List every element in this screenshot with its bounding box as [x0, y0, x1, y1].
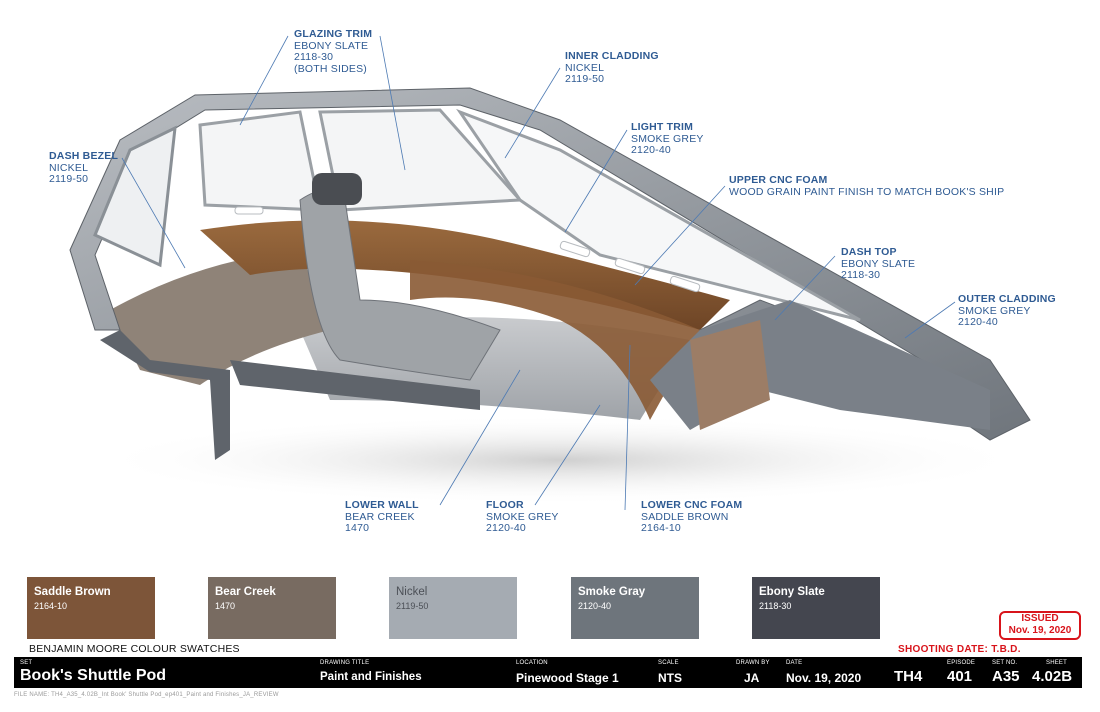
callout-title: FLOOR	[486, 499, 524, 511]
swatch-code: 1470	[215, 601, 236, 611]
window-front	[198, 110, 322, 212]
swatch-code: 2119-50	[396, 601, 429, 611]
callout-line: BEAR CREEK	[345, 510, 415, 523]
shuttle-pod-illustration	[69, 35, 1031, 511]
tb-drawing-title-value: Paint and Finishes	[320, 671, 422, 683]
callout-dash-bezel: DASH BEZEL NICKEL 2119-50	[49, 150, 119, 186]
swatch-name: Smoke Gray	[578, 586, 646, 598]
callout-line: WOOD GRAIN PAINT FINISH TO MATCH BOOK'S …	[729, 185, 1005, 198]
tb-date-value: Nov. 19, 2020	[786, 671, 862, 685]
callout-upper-cnc-foam: UPPER CNC FOAM WOOD GRAIN PAINT FINISH T…	[729, 174, 1005, 198]
light-strips	[234, 206, 701, 293]
callout-title: GLAZING TRIM	[294, 28, 373, 40]
ground-shadow	[90, 415, 1030, 505]
callout-line: 2119-50	[49, 173, 89, 185]
callout-title: LIGHT TRIM	[631, 121, 694, 133]
callout-line: NICKEL	[565, 61, 605, 74]
tb-drawn-by-value: JA	[744, 671, 760, 685]
callout-line: SADDLE BROWN	[641, 510, 729, 523]
callout-outer-cladding: OUTER CLADDING SMOKE GREY 2120-40	[958, 293, 1056, 329]
callout-line: 2118-30	[294, 51, 334, 63]
callout-line: EBONY SLATE	[294, 39, 369, 52]
swatch-nickel: Nickel 2119-50	[389, 577, 517, 639]
tb-episode-value: 401	[947, 668, 973, 685]
tb-label: SCALE	[658, 660, 679, 666]
tb-sheet-value: 4.02B	[1032, 668, 1073, 685]
callout-glazing-trim: GLAZING TRIM EBONY SLATE 2118-30 (BOTH S…	[294, 28, 373, 75]
swatch-name: Ebony Slate	[759, 586, 825, 598]
callout-line: 2120-40	[486, 522, 526, 534]
tb-code-value: TH4	[894, 668, 923, 685]
tb-label: EPISODE	[947, 660, 976, 666]
tb-set-value: Book's Shuttle Pod	[20, 667, 167, 684]
callout-dash-top: DASH TOP EBONY SLATE 2118-30	[841, 246, 916, 282]
callout-line: SMOKE GREY	[631, 132, 704, 145]
swatch-code: 2164-10	[34, 601, 68, 611]
swatch-ebony-slate: Ebony Slate 2118-30	[752, 577, 880, 639]
seat-headrest	[312, 173, 362, 205]
file-name: FILE NAME: TH4_A35_4.02B_Int Book' Shutt…	[14, 692, 279, 698]
tb-label: SET	[20, 660, 33, 666]
swatch-name: Nickel	[396, 586, 428, 598]
callout-title: DASH TOP	[841, 246, 897, 258]
callout-line: 1470	[345, 522, 370, 534]
stamp-line-1: ISSUED	[1021, 613, 1059, 624]
callout-lower-cnc-foam: LOWER CNC FOAM SADDLE BROWN 2164-10	[641, 499, 743, 535]
tb-label: LOCATION	[516, 660, 548, 666]
swatch-bear-creek: Bear Creek 1470	[208, 577, 336, 639]
tb-location-value: Pinewood Stage 1	[516, 671, 619, 685]
callout-title: LOWER CNC FOAM	[641, 499, 743, 511]
swatch-name: Saddle Brown	[34, 586, 111, 598]
swatch-name: Bear Creek	[215, 586, 276, 598]
callout-light-trim: LIGHT TRIM SMOKE GREY 2120-40	[631, 121, 704, 157]
tb-label: SHEET	[1046, 660, 1068, 666]
callout-line: 2119-50	[565, 73, 605, 85]
shooting-date: SHOOTING DATE: T.B.D.	[898, 644, 1021, 655]
tb-label: DRAWING TITLE	[320, 660, 370, 666]
callout-line: 2118-30	[841, 269, 881, 281]
callout-line: 2120-40	[631, 144, 671, 156]
callout-floor: FLOOR SMOKE GREY 2120-40	[486, 499, 559, 535]
window-right	[456, 108, 861, 322]
stamp-line-2: Nov. 19, 2020	[1008, 625, 1072, 636]
callout-line: 2164-10	[641, 522, 681, 534]
callout-title: DASH BEZEL	[49, 150, 119, 162]
tb-label: SET NO.	[992, 660, 1018, 666]
left-support-legs	[100, 330, 230, 460]
callout-lower-wall: LOWER WALL BEAR CREEK 1470	[345, 499, 419, 535]
callout-line: (BOTH SIDES)	[294, 62, 367, 75]
tb-set-no-value: A35	[992, 668, 1020, 685]
tb-scale-value: NTS	[658, 671, 682, 685]
callout-line: NICKEL	[49, 161, 89, 174]
lower-cnc-foam-shape	[410, 260, 700, 420]
swatch-saddle-brown: Saddle Brown 2164-10	[27, 577, 155, 639]
callout-inner-cladding: INNER CLADDING NICKEL 2119-50	[565, 50, 659, 86]
callout-title: INNER CLADDING	[565, 50, 659, 62]
lower-wall-shape	[110, 250, 330, 385]
callout-line: EBONY SLATE	[841, 257, 916, 270]
callout-title: LOWER WALL	[345, 499, 419, 511]
title-block: SET Book's Shuttle Pod DRAWING TITLE Pai…	[14, 657, 1082, 688]
callout-line: SMOKE GREY	[486, 510, 559, 523]
issued-stamp: ISSUED Nov. 19, 2020	[999, 611, 1081, 640]
swatch-code: 2120-40	[578, 601, 612, 611]
tb-label: DRAWN BY	[736, 660, 770, 666]
window-left	[93, 125, 177, 268]
callout-line: 2120-40	[958, 316, 998, 328]
callout-title: OUTER CLADDING	[958, 293, 1056, 305]
callout-leaders	[121, 35, 956, 511]
tb-label: DATE	[786, 660, 803, 666]
dash-brown-panel	[690, 320, 770, 430]
swatch-code: 2118-30	[759, 601, 792, 611]
callout-line: SMOKE GREY	[958, 304, 1031, 317]
swatch-caption: BENJAMIN MOORE COLOUR SWATCHES	[29, 643, 240, 655]
callout-title: UPPER CNC FOAM	[729, 174, 828, 186]
mid-support-legs	[230, 360, 480, 410]
swatch-smoke-gray: Smoke Gray 2120-40	[571, 577, 699, 639]
